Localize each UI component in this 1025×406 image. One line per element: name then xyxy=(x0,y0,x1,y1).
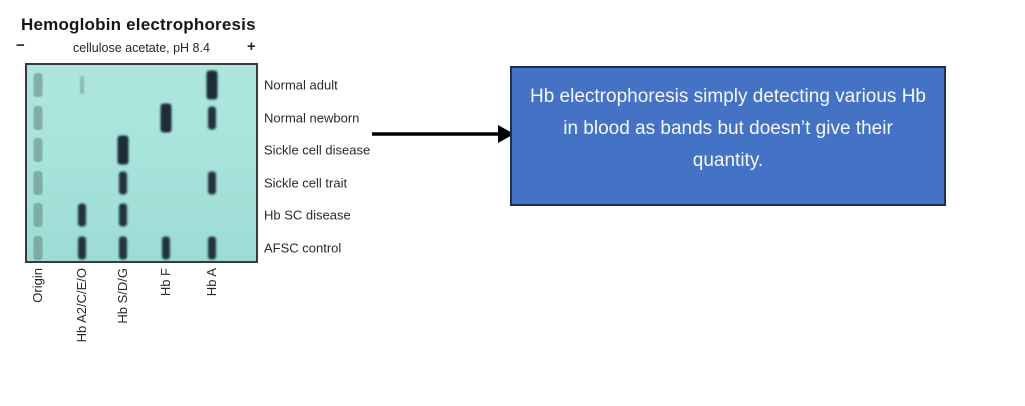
gel-row-label: Hb SC disease xyxy=(264,207,351,223)
gel-band xyxy=(78,236,86,259)
gel-column-label: Hb F xyxy=(158,268,173,297)
gel-row-label: Sickle cell trait xyxy=(264,175,348,190)
callout-arrow xyxy=(372,125,514,143)
gel-column-label: Hb A2/C/E/O xyxy=(74,268,89,343)
gel-band xyxy=(33,170,43,195)
gel-band xyxy=(33,235,43,260)
gel-band xyxy=(117,135,129,165)
figure-title: Hemoglobin electrophoresis xyxy=(21,15,256,34)
gel-band xyxy=(162,236,170,259)
gel-band xyxy=(80,76,84,94)
gel-band xyxy=(208,236,216,259)
positive-electrode-label: + xyxy=(247,38,256,55)
gel-band xyxy=(33,138,43,162)
gel-band xyxy=(119,203,127,227)
callout-box: Hb electrophoresis simply detecting vari… xyxy=(510,66,946,206)
gel-band xyxy=(119,236,127,259)
negative-electrode-label: − xyxy=(16,37,25,54)
gel-row-label: Normal newborn xyxy=(264,110,360,125)
gel-band xyxy=(78,203,86,227)
gel-subtitle: cellulose acetate, pH 8.4 xyxy=(73,41,210,55)
gel-row-label: AFSC control xyxy=(264,240,342,255)
callout-text: Hb electrophoresis simply detecting vari… xyxy=(529,86,926,171)
gel-band xyxy=(33,105,43,130)
gel-band xyxy=(33,203,43,227)
gel-band xyxy=(33,73,43,97)
gel-band xyxy=(160,103,172,132)
gel-row-label: Sickle cell disease xyxy=(264,142,371,158)
gel-column-label: Hb A xyxy=(204,268,219,297)
electrophoresis-gel-panel xyxy=(25,63,258,263)
gel-band xyxy=(206,70,218,100)
gel-row-label: Normal adult xyxy=(264,77,338,93)
gel-band xyxy=(208,106,216,129)
gel-band xyxy=(119,171,127,194)
gel-column-label: Hb S/D/G xyxy=(115,268,130,324)
gel-column-label: Origin xyxy=(30,268,45,303)
gel-band xyxy=(208,171,216,194)
